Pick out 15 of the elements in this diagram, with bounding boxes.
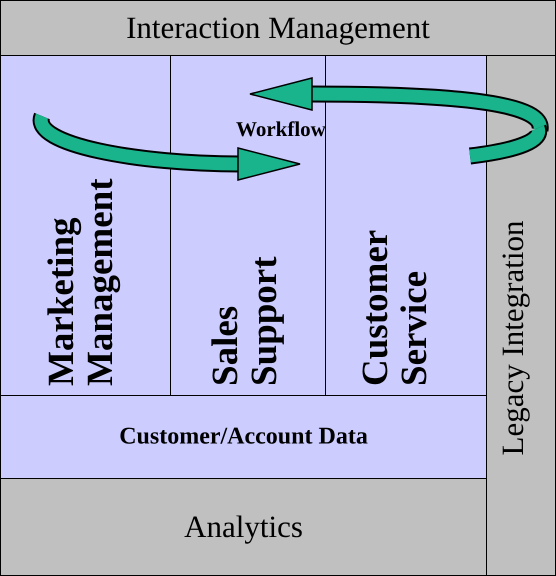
vertical-section-label: Marketing Management	[43, 177, 121, 386]
vertical-section-label: Customer Service	[357, 229, 435, 386]
section-panel	[0, 478, 487, 576]
section-label: Customer/Account Data	[118, 424, 369, 450]
section-panel	[170, 55, 326, 396]
section-panel	[0, 55, 171, 396]
vertical-section-label: Sales Support	[207, 255, 285, 386]
section-panel	[486, 55, 556, 576]
section-panel	[325, 55, 487, 396]
section-panel	[0, 395, 487, 479]
section-panel	[0, 0, 556, 56]
workflow-label: Workflow	[236, 117, 326, 142]
section-label: Interaction Management	[125, 10, 431, 46]
section-label: Analytics	[183, 509, 304, 545]
vertical-section-label: Legacy Integration	[497, 220, 530, 458]
